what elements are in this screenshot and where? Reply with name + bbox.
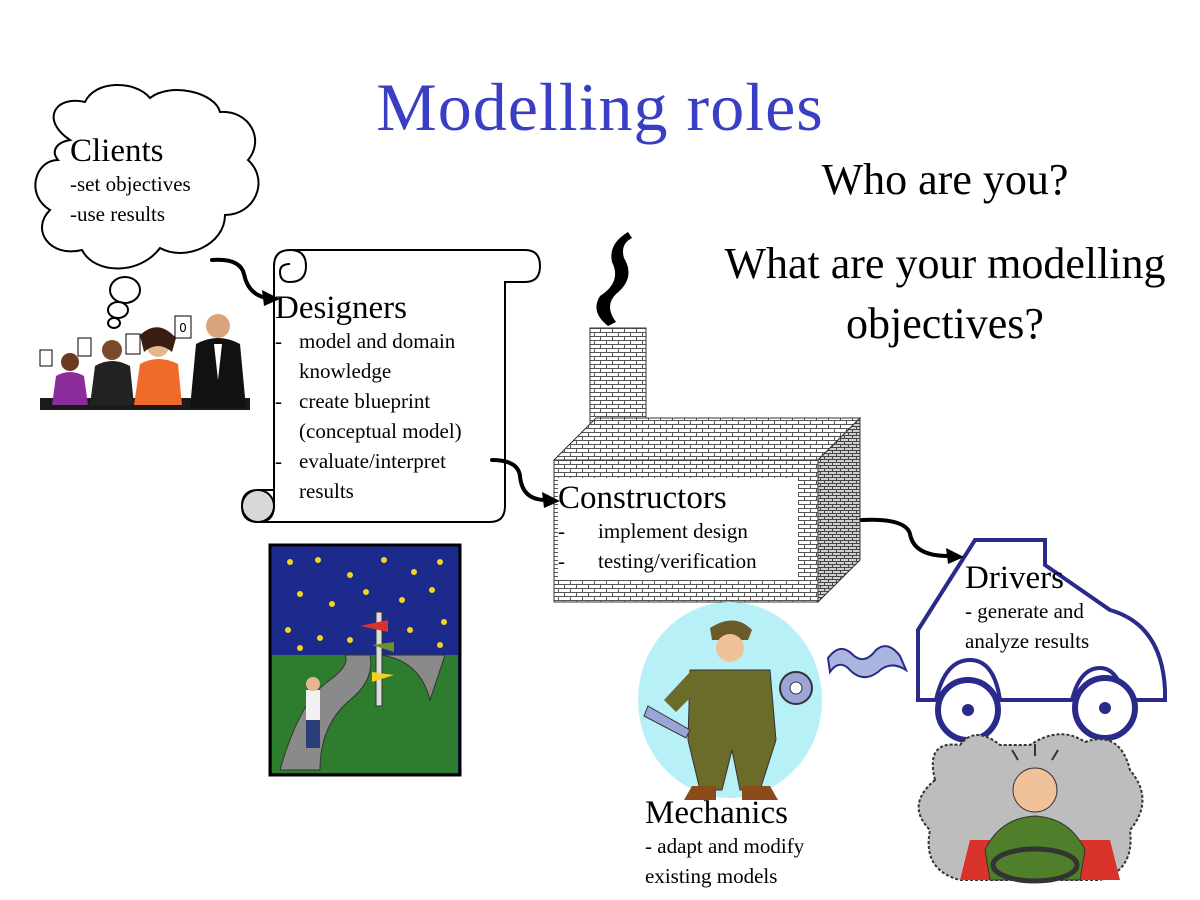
drivers-item-1: - generate and xyxy=(965,599,1084,624)
mechanics-item-1: - adapt and modify xyxy=(645,834,805,859)
smoke-icon xyxy=(596,232,632,326)
role-name-constructors: Constructors xyxy=(558,480,727,516)
drivers-item-2: analyze results xyxy=(965,629,1090,654)
connector-arrows xyxy=(210,257,950,558)
thought-cloud-icon xyxy=(34,84,260,329)
mechanic-with-wrench-icon xyxy=(638,602,822,800)
role-designers: Designers model and domain knowledge cre… xyxy=(275,290,503,506)
role-name-clients: Clients xyxy=(70,133,164,169)
role-mechanics: Mechanics - adapt and modify existing mo… xyxy=(645,795,804,891)
designers-item-1: model and domain knowledge xyxy=(275,326,503,386)
slide-title: Modelling roles xyxy=(376,69,824,145)
judges-holding-scorecards-icon: 0 xyxy=(39,314,250,410)
clients-item-2: -use results xyxy=(70,202,166,227)
role-drivers: Drivers - generate and analyze results xyxy=(965,560,1089,656)
designers-list: model and domain knowledge create bluepr… xyxy=(275,326,503,506)
designers-item-2: create blueprint (conceptual model) xyxy=(275,386,503,446)
question-objectives: What are your modelling objectives? xyxy=(724,239,1166,349)
stressed-driver-icon xyxy=(917,733,1144,884)
constructors-item-2: testing/verification xyxy=(558,546,757,576)
designers-item-3: evaluate/interpret results xyxy=(275,446,503,506)
svg-text:0: 0 xyxy=(179,321,187,335)
role-clients: Clients -set objectives -use results xyxy=(70,133,191,229)
role-name-mechanics: Mechanics xyxy=(645,795,788,831)
crossroads-signpost-icon xyxy=(268,543,462,777)
role-name-designers: Designers xyxy=(275,290,407,326)
role-constructors: Constructors implement design testing/ve… xyxy=(558,480,757,576)
clients-item-1: -set objectives xyxy=(70,172,191,197)
mechanics-item-2: existing models xyxy=(645,864,778,889)
constructors-list: implement design testing/verification xyxy=(558,516,757,576)
role-name-drivers: Drivers xyxy=(965,560,1064,596)
question-who: Who are you? xyxy=(821,155,1069,204)
arrow-heads xyxy=(262,290,964,564)
constructors-item-1: implement design xyxy=(558,516,757,546)
